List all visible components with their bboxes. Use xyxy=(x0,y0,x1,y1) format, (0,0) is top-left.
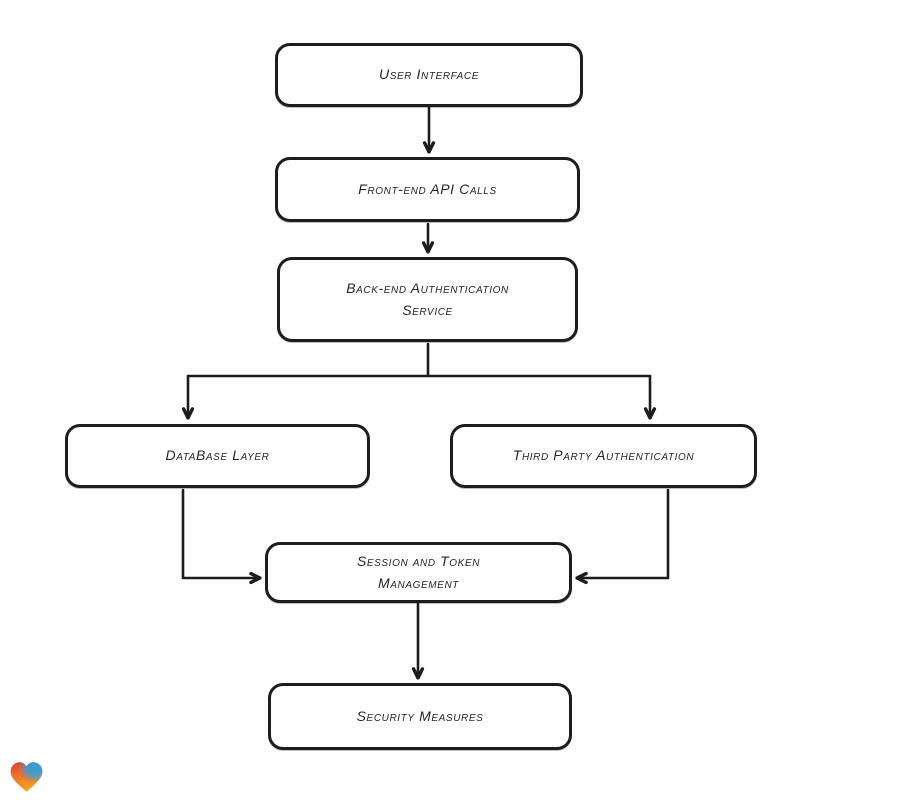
node-front-end-api-calls[interactable]: Front-end API Calls xyxy=(275,157,580,222)
node-third-party-authentication[interactable]: Third Party Authentication xyxy=(450,424,757,488)
node-third-party-authentication-label: Third Party Authentication xyxy=(512,447,695,464)
node-user-interface-label: User Interface xyxy=(378,66,479,83)
node-database-layer[interactable]: DataBase Layer xyxy=(65,424,370,488)
node-back-end-authentication-service-label: Back-end Authentication Service xyxy=(346,279,509,318)
node-user-interface[interactable]: User Interface xyxy=(275,43,583,107)
heart-icon xyxy=(10,762,43,792)
node-back-end-authentication-service[interactable]: Back-end Authentication Service xyxy=(277,257,578,342)
node-front-end-api-calls-label: Front-end API Calls xyxy=(358,180,497,197)
node-security-measures[interactable]: Security Measures xyxy=(268,683,572,750)
edge-third-party-to-session xyxy=(575,488,670,578)
edge-back-end-branch-trunk xyxy=(186,342,652,378)
node-security-measures-label: Security Measures xyxy=(356,707,484,724)
node-database-layer-label: DataBase Layer xyxy=(165,447,270,464)
node-session-and-token-management[interactable]: Session and Token Management xyxy=(265,542,572,603)
node-session-and-token-management-label: Session and Token Management xyxy=(356,552,481,591)
edge-database-to-session xyxy=(181,488,262,578)
